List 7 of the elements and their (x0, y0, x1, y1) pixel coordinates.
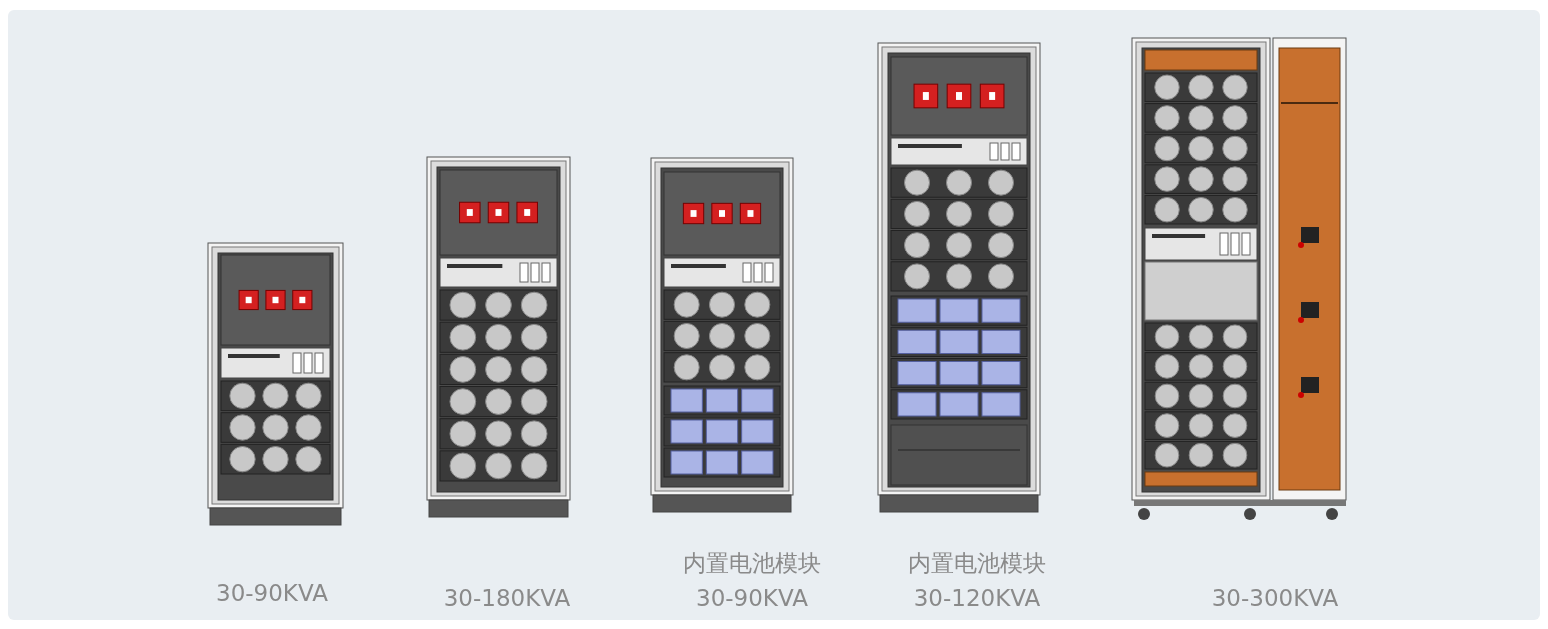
model-label: 30-90KVA (216, 579, 328, 607)
model-label: 30-180KVA (443, 584, 571, 612)
model-label: 内置电池模块 (908, 549, 1046, 577)
model-label: 30-300KVA (1211, 584, 1339, 612)
model-label: 30-90KVA (696, 584, 808, 612)
model-label: 30-120KVA (913, 584, 1041, 612)
model-label: 内置电池模块 (683, 549, 821, 577)
